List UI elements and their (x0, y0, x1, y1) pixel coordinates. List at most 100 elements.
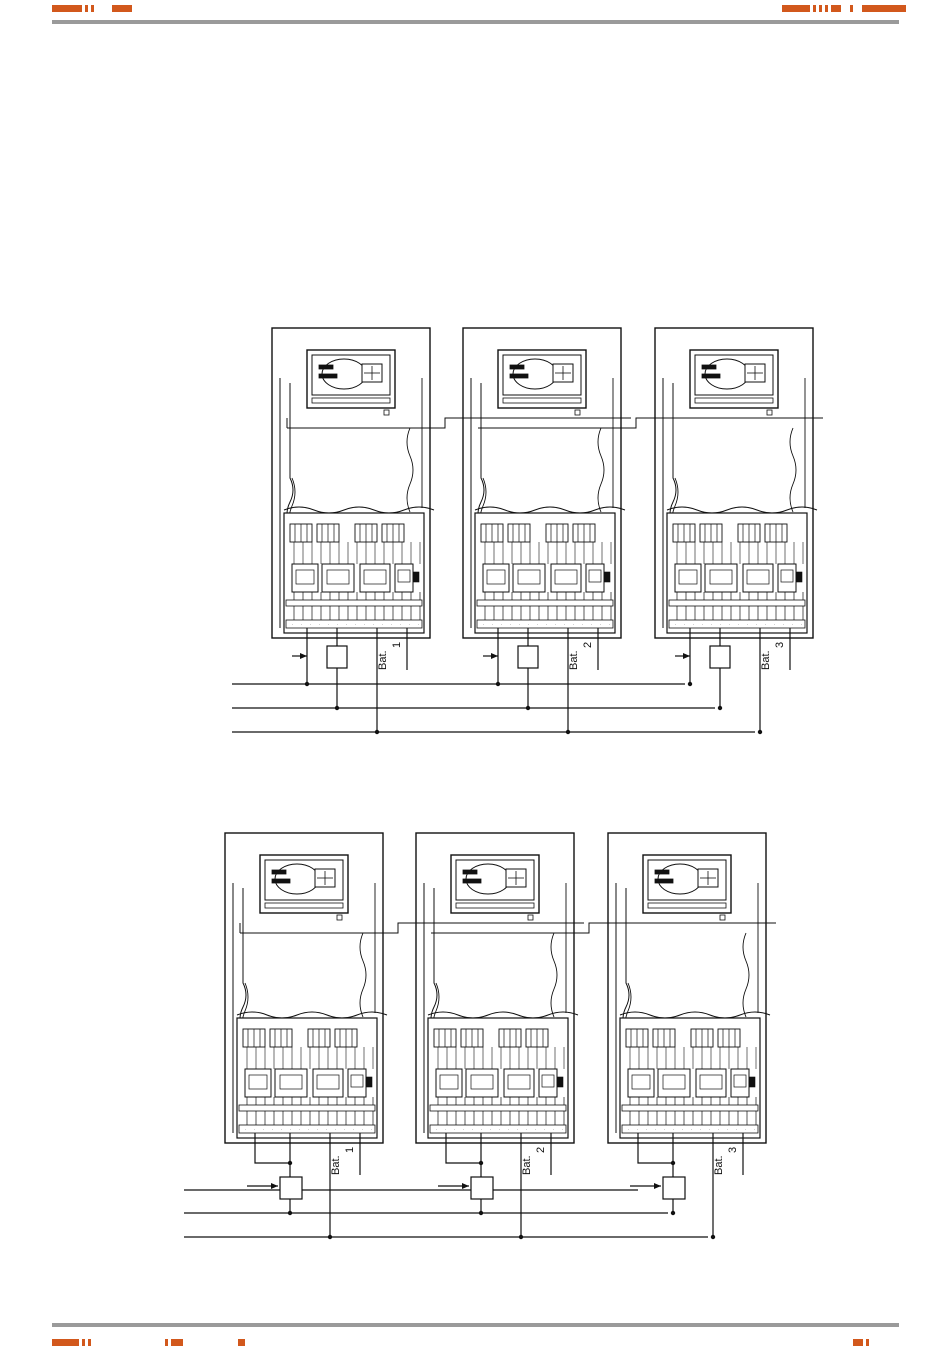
terminal-mark: · (537, 622, 538, 627)
terminal-mark: · (765, 622, 766, 627)
junction-dot (305, 682, 309, 686)
terminal-lug (366, 1077, 372, 1087)
terminal-mark: · (711, 622, 712, 627)
terminal-mark: · (756, 622, 757, 627)
indicator (463, 870, 477, 874)
footer-rule (52, 1323, 899, 1327)
terminal-mark: · (535, 1127, 536, 1132)
terminal-mark: · (519, 622, 520, 627)
terminal-strip (622, 1125, 758, 1133)
status-led (337, 915, 342, 920)
terminal-mark: · (445, 1127, 446, 1132)
junction-dot (711, 1235, 715, 1239)
battery-label: Bat. (330, 1155, 342, 1175)
contactor-face (327, 570, 349, 584)
terminal-mark: · (718, 1127, 719, 1132)
terminal-mark: · (553, 1127, 554, 1132)
contactor-face (555, 570, 577, 584)
status-led (720, 915, 725, 920)
panel-strip (503, 398, 581, 403)
cabinet-1: ··············· (272, 328, 434, 638)
cabinet-3: ··············· (608, 833, 770, 1143)
switch-box (327, 646, 347, 668)
cabinet-wiring-3: Bat.3 (675, 628, 790, 734)
battery-number: 3 (774, 642, 786, 648)
battery-number: 1 (344, 1147, 356, 1153)
terminal-mark: · (591, 622, 592, 627)
indicator (655, 870, 669, 874)
cabinet-3: ··············· (655, 328, 817, 638)
terminal-mark: · (573, 622, 574, 627)
terminal-mark: · (693, 622, 694, 627)
terminal-mark: · (783, 622, 784, 627)
contactor-face (280, 1075, 302, 1089)
terminal-strip (430, 1105, 566, 1111)
terminal-mark: · (373, 622, 374, 627)
terminal-mark: · (729, 622, 730, 627)
contactor-face (296, 570, 314, 584)
battery-label: Bat. (377, 650, 389, 670)
junction-dot (288, 1211, 292, 1215)
terminal-strip (669, 620, 805, 628)
contactor-face (364, 570, 386, 584)
junction-dot (718, 706, 722, 710)
terminal-mark: · (609, 622, 610, 627)
terminal-mark: · (628, 1127, 629, 1132)
switch-box (518, 646, 538, 668)
contactor-face (747, 570, 769, 584)
contactor-face (710, 570, 732, 584)
terminal-mark: · (738, 622, 739, 627)
terminal-mark: · (353, 1127, 354, 1132)
contactor-face (508, 1075, 530, 1089)
status-led (528, 915, 533, 920)
terminal-strip (430, 1125, 566, 1133)
cabinet-1: ··············· (225, 833, 387, 1143)
indicator (702, 374, 720, 378)
terminal-mark: · (344, 1127, 345, 1132)
switch-box (471, 1177, 493, 1199)
junction-dot (688, 682, 692, 686)
terminal-mark: · (562, 1127, 563, 1132)
terminal-lug (796, 572, 802, 582)
terminal-mark: · (418, 622, 419, 627)
junction-dot (479, 1211, 483, 1215)
indicator (319, 365, 333, 369)
cabinet-wiring-2: Bat.2 (483, 628, 598, 734)
terminal-mark: · (308, 1127, 309, 1132)
status-led (767, 410, 772, 415)
indicator (272, 870, 286, 874)
panel-strip (312, 398, 390, 403)
terminal-mark: · (501, 622, 502, 627)
terminal-mark: · (299, 1127, 300, 1132)
contactor-face (317, 1075, 339, 1089)
junction-dot (328, 1235, 332, 1239)
terminal-mark: · (544, 1127, 545, 1132)
terminal-mark: · (702, 622, 703, 627)
terminal-mark: · (664, 1127, 665, 1132)
terminal-mark: · (673, 1127, 674, 1132)
fuse-face (542, 1075, 554, 1087)
arrow-head (300, 653, 307, 659)
terminal-mark: · (774, 622, 775, 627)
cabinet-wiring-3: Bat.3 (630, 1133, 743, 1239)
fuse-face (734, 1075, 746, 1087)
terminal-mark: · (727, 1127, 728, 1132)
battery-number: 1 (391, 642, 403, 648)
terminal-mark: · (400, 622, 401, 627)
terminal-mark: · (675, 622, 676, 627)
indicator (510, 365, 524, 369)
fuse-face (351, 1075, 363, 1087)
fuse-face (781, 570, 793, 582)
terminal-mark: · (555, 622, 556, 627)
terminal-mark: · (292, 622, 293, 627)
terminal-mark: · (510, 622, 511, 627)
terminal-mark: · (326, 1127, 327, 1132)
terminal-mark: · (319, 622, 320, 627)
contactor-face (487, 570, 505, 584)
contactor-face (471, 1075, 493, 1089)
junction-dot (496, 682, 500, 686)
terminal-mark: · (754, 1127, 755, 1132)
terminal-mark: · (700, 1127, 701, 1132)
arrow-head (271, 1183, 278, 1189)
